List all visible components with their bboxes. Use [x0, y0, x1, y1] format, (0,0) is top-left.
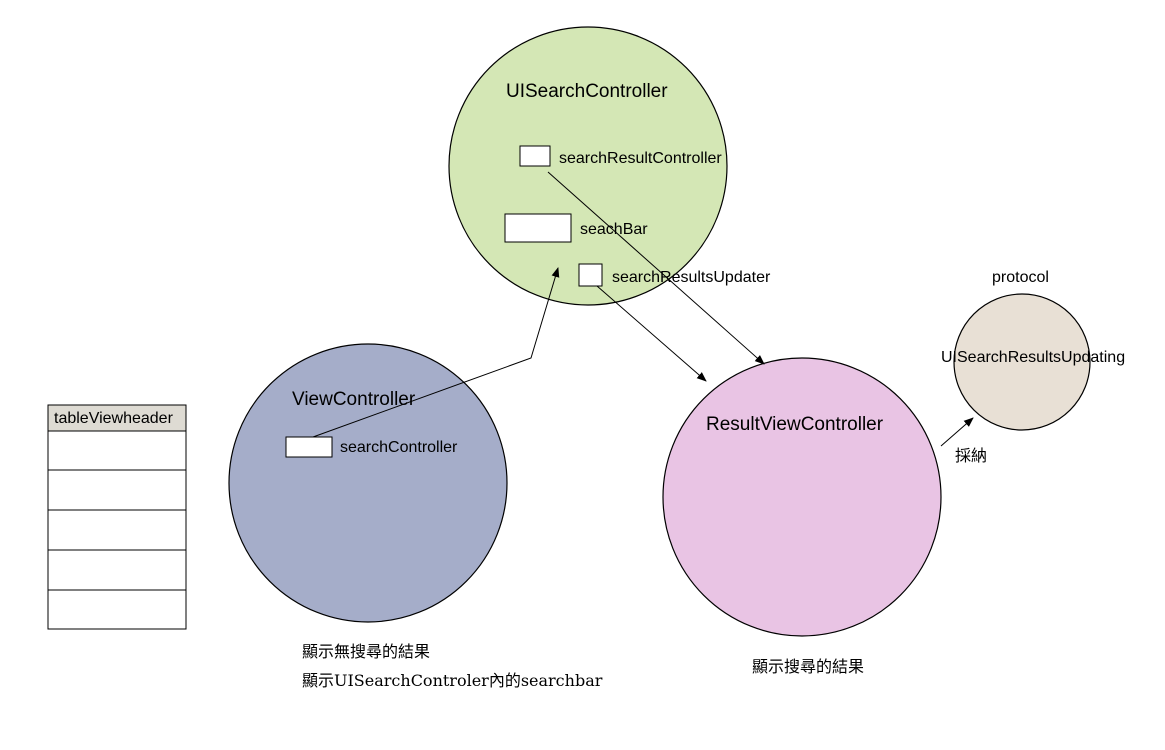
result-view-controller-title: ResultViewController: [706, 414, 884, 435]
table-header-label: tableViewheader: [54, 410, 174, 427]
result-view-controller-circle: [662, 357, 942, 637]
table-row: [47, 430, 187, 471]
table-row: [47, 589, 187, 630]
search-result-controller-arrow: [547, 171, 765, 365]
search-bar-label: seachBar: [580, 221, 648, 238]
table-row: [47, 509, 187, 551]
search-controller-label: searchController: [340, 439, 458, 456]
search-results-updater-arrow: [596, 285, 707, 382]
table-row: [47, 549, 187, 591]
protocol-circle: [953, 293, 1091, 431]
search-controller-box: [285, 436, 333, 458]
search-result-controller-box: [519, 145, 551, 167]
protocol-caption: protocol: [992, 269, 1049, 286]
view-controller-note-line2: 顯示UISearchControler內的searchbar: [302, 671, 603, 690]
table-view: tableViewheader: [47, 404, 187, 630]
search-result-controller-label: searchResultController: [559, 150, 722, 167]
table-row: [47, 469, 187, 511]
result-view-controller-note: 顯示搜尋的結果: [752, 657, 864, 676]
view-controller-note-line1: 顯示無搜尋的結果: [302, 642, 430, 661]
search-controller-arrow: [312, 267, 560, 438]
search-results-updater-box: [578, 263, 603, 287]
view-controller-circle: [228, 343, 508, 623]
search-results-updater-label: searchResultsUpdater: [612, 269, 771, 286]
view-controller-title: ViewController: [292, 389, 416, 410]
adopt-label: 採納: [955, 446, 987, 465]
ui-search-controller-title: UISearchController: [506, 81, 668, 102]
search-bar-box: [504, 213, 572, 243]
protocol-name: UISearchResultsUpdating: [941, 349, 1125, 366]
adopt-protocol-arrow: [940, 417, 974, 447]
